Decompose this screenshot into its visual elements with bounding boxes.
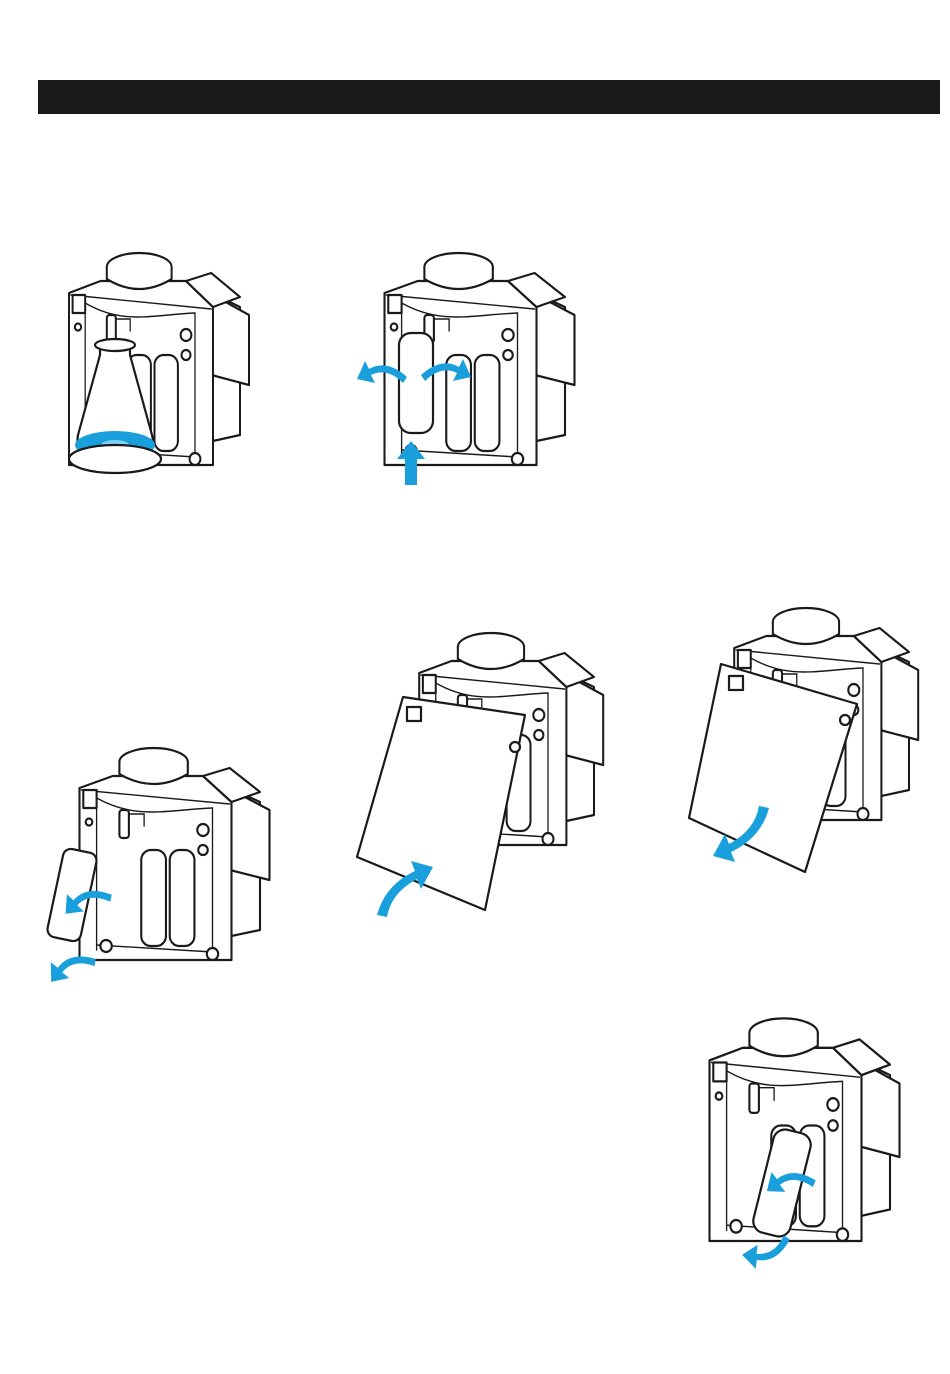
water-dispenser-insert-filter-icon bbox=[695, 1010, 905, 1270]
water-dispenser-open-panel-icon bbox=[355, 625, 605, 920]
illustration-open-panel bbox=[355, 625, 605, 920]
water-dispenser-close-panel-icon bbox=[685, 600, 915, 875]
water-dispenser-tilt-filter-out-icon bbox=[45, 740, 270, 985]
illustration-remove-filter bbox=[375, 245, 575, 490]
water-dispenser-remove-filter-icon bbox=[375, 245, 575, 490]
illustration-insert-filter bbox=[695, 1010, 905, 1270]
header-bar bbox=[38, 80, 940, 114]
illustration-close-panel bbox=[685, 600, 915, 875]
illustration-flask bbox=[60, 245, 260, 500]
illustration-tilt-filter bbox=[45, 740, 270, 985]
water-dispenser-with-flask-icon bbox=[60, 245, 260, 500]
